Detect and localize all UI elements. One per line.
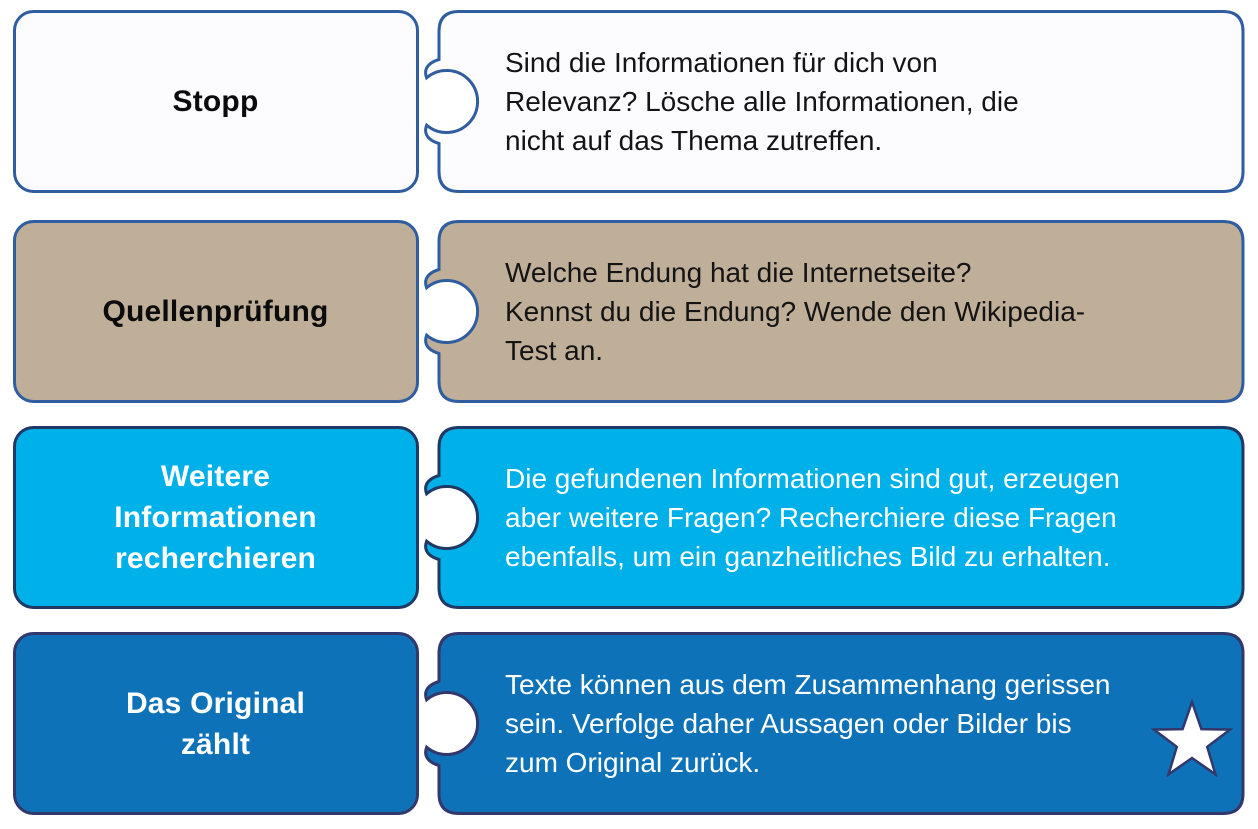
puzzle-row-quellenpruefung: Quellenprüfung Welche Endung hat die Int… xyxy=(13,220,1245,403)
body-piece-shape xyxy=(424,220,1245,403)
puzzle-shapes xyxy=(13,220,1245,403)
puzzle-shapes xyxy=(13,426,1245,609)
body-piece-shape xyxy=(424,426,1245,609)
body-piece-shape xyxy=(424,10,1245,193)
step-label: Weitere Informationen recherchieren xyxy=(114,460,317,575)
step-label: Das Original zählt xyxy=(125,686,306,761)
puzzle-row-das-original: Das Original zählt Texte können aus dem … xyxy=(13,632,1245,815)
label-piece-shape xyxy=(13,10,419,193)
label-piece-shape xyxy=(13,426,419,609)
body-piece-shape xyxy=(424,632,1245,815)
label-piece-shape xyxy=(13,220,419,403)
step-label: Quellenprüfung xyxy=(102,295,329,328)
step-description: Die gefundenen Informationen sind gut, e… xyxy=(505,463,1120,572)
puzzle-shapes xyxy=(13,10,1245,193)
star-icon xyxy=(1150,698,1234,778)
step-description: Sind die Informationen für dich von Rele… xyxy=(505,47,1019,156)
step-description: Texte können aus dem Zusammenhang geriss… xyxy=(505,669,1111,778)
puzzle-row-weitere-informationen: Weitere Informationen recherchieren Die … xyxy=(13,426,1245,609)
step-description: Welche Endung hat die Internetseite? Ken… xyxy=(505,257,1086,366)
label-piece-shape xyxy=(13,632,419,815)
puzzle-row-stopp: Stopp Sind die Informationen für dich vo… xyxy=(13,10,1245,193)
step-label: Stopp xyxy=(172,85,259,118)
puzzle-shapes xyxy=(13,632,1245,815)
